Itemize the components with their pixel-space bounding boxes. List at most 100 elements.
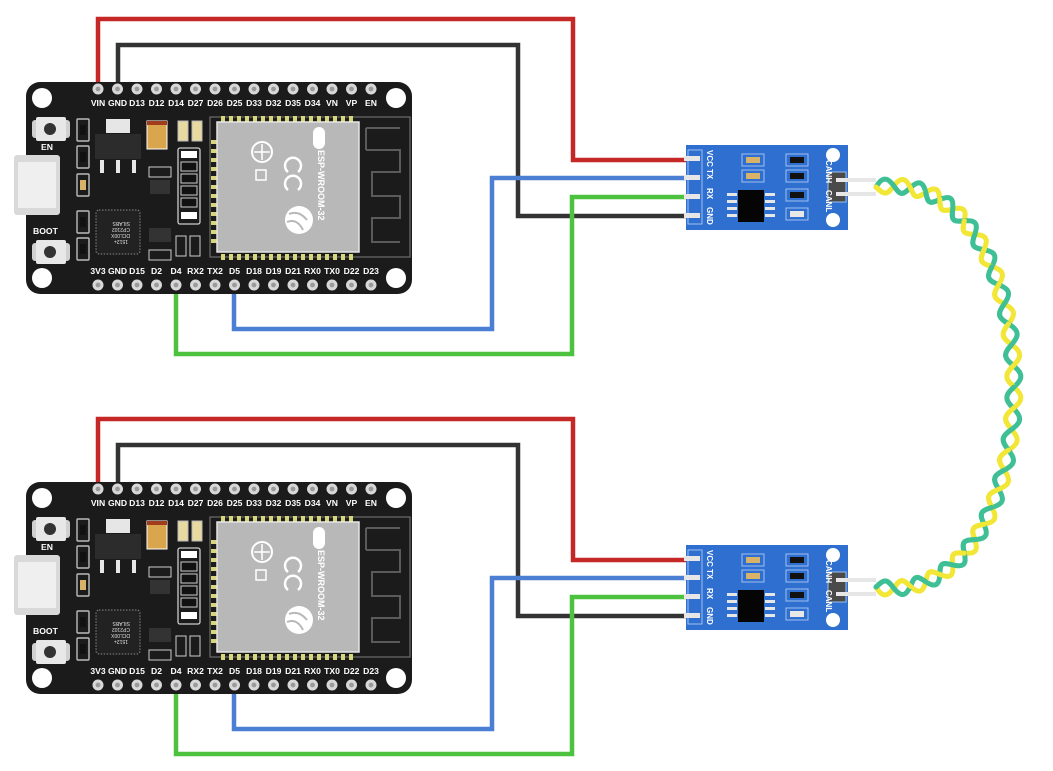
pin-label: D32 bbox=[266, 98, 282, 108]
pin-tx2: TX2 bbox=[207, 666, 223, 691]
pin-label: D18 bbox=[246, 666, 262, 676]
pin-d5: D5 bbox=[229, 666, 240, 691]
pin-label: D33 bbox=[246, 498, 262, 508]
pin-label: D19 bbox=[266, 266, 282, 276]
can-wire-segment bbox=[1003, 341, 1015, 368]
svg-text:SILABS: SILABS bbox=[112, 620, 130, 626]
wire-vin-vcc bbox=[95, 16, 686, 163]
can-wire-segment bbox=[960, 218, 977, 237]
pin-vn: VN bbox=[326, 483, 338, 508]
pin-tx0: TX0 bbox=[324, 666, 340, 691]
svg-text:DCL00X: DCL00X bbox=[110, 232, 130, 238]
can-wire-segment bbox=[890, 182, 912, 196]
pin-label: D34 bbox=[305, 498, 321, 508]
pin-d12: D12 bbox=[149, 83, 165, 108]
pin-rx0: RX0 bbox=[304, 266, 321, 291]
can-wire-segment bbox=[949, 550, 967, 567]
pin-rx2: RX2 bbox=[187, 666, 204, 691]
can-wire-segment bbox=[908, 575, 929, 589]
pin-label: D21 bbox=[285, 266, 301, 276]
pin-label: D23 bbox=[363, 666, 379, 676]
can-wire-canh bbox=[873, 177, 1024, 598]
pin-d15: D15 bbox=[129, 266, 145, 291]
can-pin-label-tx: TX bbox=[705, 569, 714, 580]
en-button-label: EN bbox=[41, 142, 53, 152]
pin-label: RX0 bbox=[304, 666, 321, 676]
pin-label: TX2 bbox=[207, 666, 223, 676]
pin-label: D15 bbox=[129, 266, 145, 276]
can-wire-segment bbox=[992, 281, 1006, 306]
pin-en: EN bbox=[365, 83, 377, 108]
pin-en: EN bbox=[365, 483, 377, 508]
pin-d23: D23 bbox=[363, 266, 379, 291]
pin-gnd: GND bbox=[108, 83, 127, 108]
wire-d4-rx bbox=[173, 594, 686, 757]
pin-vp: VP bbox=[346, 483, 357, 508]
can-wire-segment bbox=[1000, 321, 1014, 347]
pin-d23: D23 bbox=[363, 666, 379, 691]
pin-d32: D32 bbox=[266, 83, 282, 108]
wire-d5-tx bbox=[231, 575, 686, 732]
pin-label: D5 bbox=[229, 266, 240, 276]
usb-chip-label: 1512+ DCL00X CP2102 SILABS bbox=[110, 220, 130, 244]
pin-d15: D15 bbox=[129, 666, 145, 691]
can-pin-label-canl: CANL bbox=[824, 590, 833, 612]
can-wire-segment bbox=[873, 578, 898, 592]
pin-d35: D35 bbox=[285, 483, 301, 508]
pin-label: D35 bbox=[285, 98, 301, 108]
pin-label: D19 bbox=[266, 666, 282, 676]
can-module-right-labels: CANH CANL bbox=[824, 560, 833, 612]
can-pin-label-canl: CANL bbox=[824, 190, 833, 212]
pin-d19: D19 bbox=[266, 266, 282, 291]
pin-label: D27 bbox=[188, 98, 204, 108]
svg-text:CP2102: CP2102 bbox=[112, 626, 130, 632]
pin-label: TX0 bbox=[324, 666, 340, 676]
can-wire-segment bbox=[923, 569, 944, 585]
can-wire-segment bbox=[978, 504, 995, 527]
pin-label: D25 bbox=[227, 98, 243, 108]
can-pin-label-tx: TX bbox=[705, 169, 714, 180]
pin-label: D26 bbox=[207, 98, 223, 108]
can-pin-label-canh: CANH bbox=[824, 160, 833, 183]
can-wire-segment bbox=[970, 231, 986, 252]
pin-d32: D32 bbox=[266, 483, 282, 508]
en-button-label: EN bbox=[41, 542, 53, 552]
can-wire-segment bbox=[960, 536, 979, 556]
pin-label: EN bbox=[365, 498, 377, 508]
can-pin-label-rx: RX bbox=[705, 188, 714, 200]
pin-label: 3V3 bbox=[90, 266, 106, 276]
can-wire-segment bbox=[997, 447, 1011, 472]
pin-label: VP bbox=[346, 98, 358, 108]
esp32-board bbox=[12, 480, 414, 696]
pin-label: D2 bbox=[151, 266, 162, 276]
pin-label: D27 bbox=[188, 498, 204, 508]
wire-d4-rx bbox=[173, 194, 686, 357]
pin-tx0: TX0 bbox=[324, 266, 340, 291]
pin-label: D12 bbox=[149, 98, 165, 108]
pin-label: D15 bbox=[129, 666, 145, 676]
esp-module-label: ESP-WROOM-32 bbox=[316, 550, 326, 621]
can-wire-segment bbox=[937, 196, 954, 213]
can-pin-label-vcc: VCC bbox=[705, 550, 714, 567]
esp-module-label: ESP-WROOM-32 bbox=[316, 150, 326, 221]
pin-d21: D21 bbox=[285, 266, 301, 291]
can-pin-label-rx: RX bbox=[705, 588, 714, 600]
pin-label: D21 bbox=[285, 666, 301, 676]
pin-label: D4 bbox=[171, 666, 182, 676]
pin-vn: VN bbox=[326, 83, 338, 108]
wire-vin-vcc bbox=[95, 416, 686, 563]
can-wire-canl bbox=[873, 176, 1024, 597]
pin-d26: D26 bbox=[207, 83, 223, 108]
pin-d5: D5 bbox=[229, 266, 240, 291]
can-wire-segment bbox=[1004, 384, 1017, 411]
pin-d25: D25 bbox=[227, 483, 243, 508]
pin-label: D5 bbox=[229, 666, 240, 676]
can-pin-label-gnd: GND bbox=[705, 607, 714, 625]
pin-d33: D33 bbox=[246, 83, 262, 108]
pin-label: GND bbox=[108, 498, 127, 508]
can-pin-label-canh: CANH bbox=[824, 560, 833, 583]
pin-label: RX2 bbox=[187, 666, 204, 676]
